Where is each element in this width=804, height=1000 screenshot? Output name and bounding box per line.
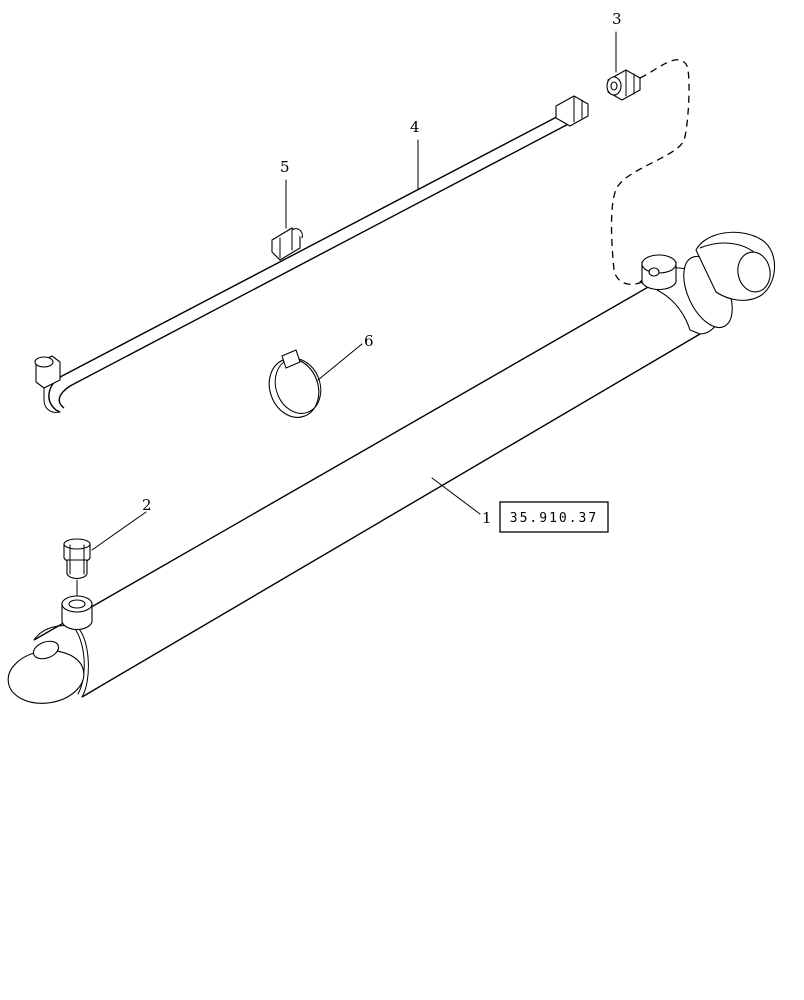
cylinder-barrel[interactable] — [5, 231, 776, 708]
elbow-fitting-part-2[interactable] — [63, 538, 91, 597]
leader-lines — [91, 31, 617, 551]
callout-2: 2 — [142, 496, 152, 514]
front-port-boss — [641, 254, 677, 291]
callout-1: 1 — [482, 509, 492, 527]
straight-fitting-part-3[interactable] — [606, 69, 641, 101]
callout-3: 3 — [612, 10, 622, 28]
callout-5: 5 — [280, 158, 290, 176]
connection-dashed-line — [610, 59, 690, 285]
callout-6: 6 — [364, 332, 374, 350]
hydraulic-tube-part-4[interactable] — [34, 95, 589, 413]
rear-port-boss — [61, 595, 93, 631]
hose-clamp-part-6[interactable] — [261, 349, 328, 424]
reference-number: 35.910.37 — [510, 511, 598, 526]
callout-4: 4 — [410, 118, 420, 136]
tube-clip-part-5[interactable] — [271, 227, 303, 261]
reference-box[interactable]: 35.910.37 — [499, 501, 609, 533]
